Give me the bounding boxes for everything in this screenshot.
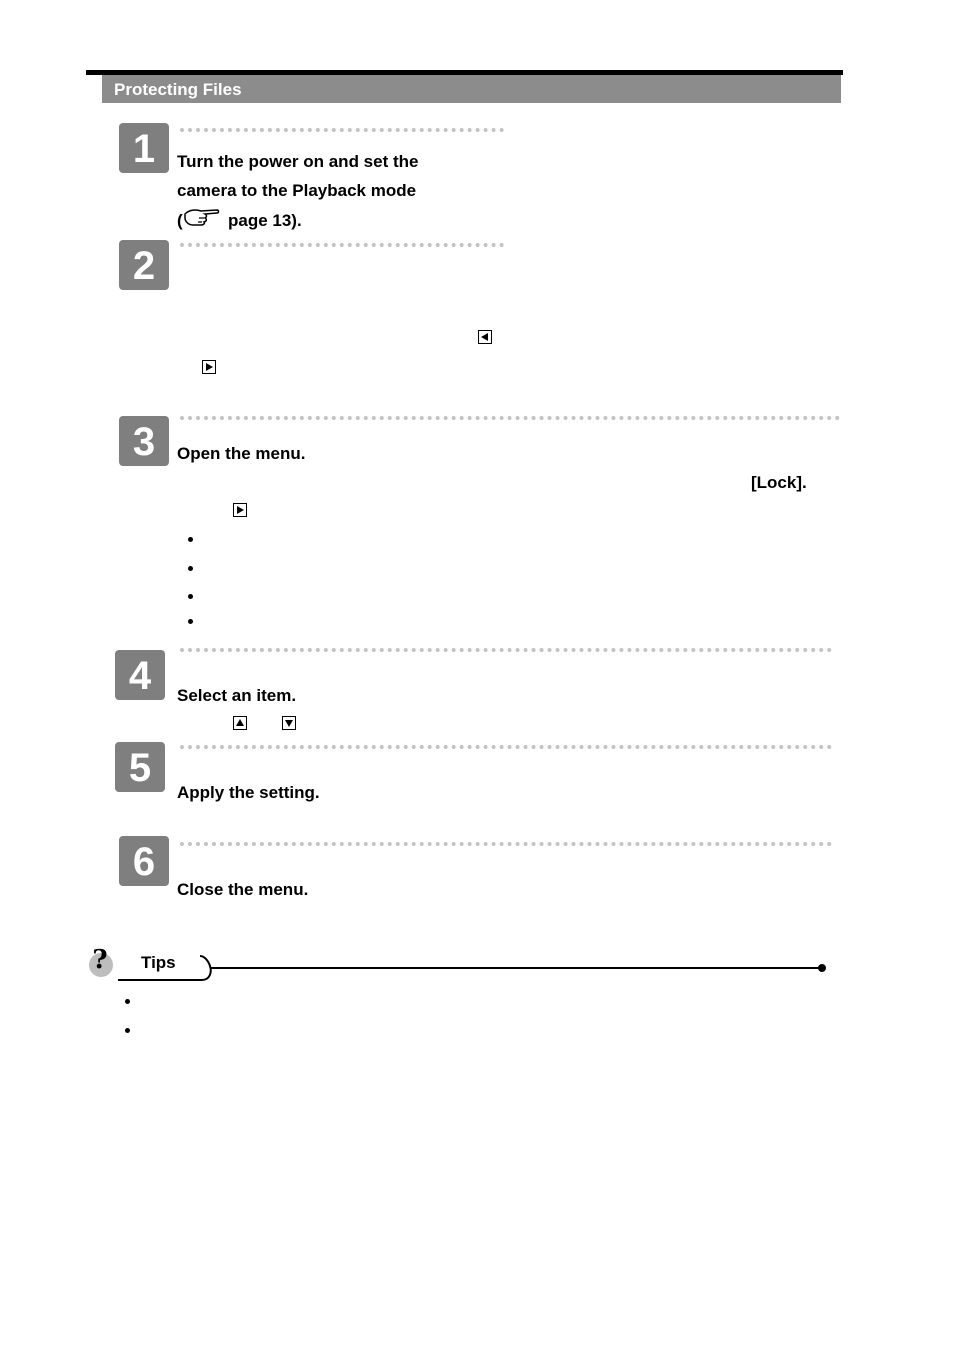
step-1-line-1: Turn the power on and set the [177, 152, 419, 171]
pointing-hand-icon [184, 209, 220, 226]
step-6-badge: 6 [119, 836, 169, 886]
bullet [125, 1028, 130, 1033]
step-5-divider [180, 745, 832, 749]
step-1-line-2: camera to the Playback mode [177, 181, 417, 200]
step-6-divider [180, 842, 832, 846]
bullet [188, 537, 193, 542]
top-rule [86, 70, 843, 75]
right-arrow-button-icon [202, 360, 216, 374]
step-1-ref-open: ( [177, 211, 183, 230]
up-arrow-button-icon [233, 716, 247, 730]
question-mark-icon: ? [89, 945, 113, 977]
step-3-divider [180, 416, 840, 420]
step-5-badge: 5 [115, 742, 165, 792]
step-1-badge: 1 [119, 123, 169, 173]
bullet [125, 999, 130, 1004]
step-2-divider [180, 243, 504, 247]
bullet [188, 566, 193, 571]
bullet [188, 619, 193, 624]
step-3-line-1: Open the menu. [177, 444, 306, 463]
section-title: Protecting Files [114, 80, 242, 99]
step-4-badge: 4 [115, 650, 165, 700]
step-3-badge: 3 [119, 416, 169, 466]
bullet [188, 594, 193, 599]
step-1-divider [180, 128, 504, 132]
right-arrow-button-icon [233, 503, 247, 517]
step-2-badge: 2 [119, 240, 169, 290]
step-4-line-1: Select an item. [177, 686, 297, 705]
down-arrow-button-icon [282, 716, 296, 730]
step-5-line-1: Apply the setting. [177, 783, 320, 802]
step-6-line-1: Close the menu. [177, 880, 309, 899]
tips-label: Tips [141, 953, 176, 972]
svg-text:?: ? [92, 945, 107, 975]
step-4-divider [180, 648, 832, 652]
step-1-page-ref: page 13). [228, 211, 302, 230]
tips-rule [118, 955, 826, 981]
step-3-lock-label: [Lock]. [751, 473, 807, 492]
section-header: Protecting Files [102, 75, 841, 103]
left-arrow-button-icon [478, 330, 492, 344]
